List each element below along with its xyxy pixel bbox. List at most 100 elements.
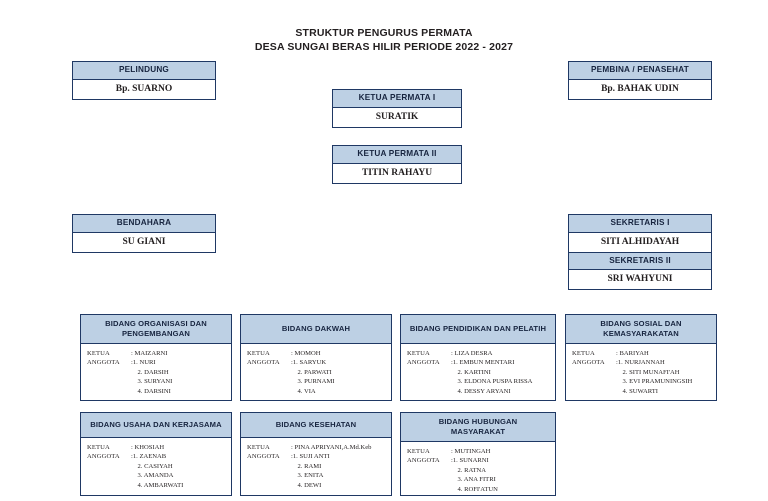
anggota-item: :1. EMBUN MENTARI — [451, 359, 515, 367]
bidang-usaha-ketua-name: : KHOSIAH — [131, 444, 165, 451]
bidang-usaha-body: KETUA : KHOSIAH ANGGOTA :1. ZAENAB 2. CA… — [81, 438, 231, 496]
anggota-item: 2. KARTINI — [457, 368, 491, 376]
bidang-pendidikan: BIDANG PENDIDIKAN DAN PELATIH KETUA : LI… — [400, 314, 556, 401]
anggota-item: 2. DARSIH — [137, 368, 169, 376]
bidang-organisasi-anggota-row: ANGGOTA :1. NURI 2. DARSIH 3. SURYANI 4.… — [87, 358, 227, 396]
node-pelindung-header: PELINDUNG — [73, 62, 215, 80]
bidang-sosial-ketua-name: : BARIYAH — [616, 350, 649, 357]
bidang-pendidikan-ketua-row: KETUA : LIZA DESRA — [407, 349, 551, 358]
bidang-organisasi-body: KETUA : MAIZARNI ANGGOTA :1. NURI 2. DAR… — [81, 344, 231, 402]
bidang-kesehatan: BIDANG KESEHATAN KETUA : PINA APRIYANI,A… — [240, 412, 392, 496]
bidang-dakwah-ketua-name: : MOMOH — [291, 350, 321, 357]
bidang-pendidikan-header-line-1: BIDANG PENDIDIKAN DAN PELATIH — [409, 324, 547, 333]
bidang-organisasi-header: BIDANG ORGANISASI DAN PENGEMBANGAN — [81, 315, 231, 344]
bidang-humas-body: KETUA : MUTINGAH ANGGOTA :1. SUNARNI 2. … — [401, 442, 555, 500]
anggota-item: 3. ENITA — [297, 472, 324, 480]
node-ketua-permata-2-header: KETUA PERMATA II — [333, 146, 461, 164]
anggota-item: 4. SUWARTI — [622, 387, 659, 395]
label-anggota: ANGGOTA — [87, 359, 120, 367]
node-pembina-name: Bp. BAHAK UDIN — [601, 83, 679, 94]
bidang-humas-header-line-2: MASYARAKAT — [450, 427, 506, 436]
node-bendahara: BENDAHARA SU GIANI — [72, 214, 216, 253]
bidang-pendidikan-header: BIDANG PENDIDIKAN DAN PELATIH — [401, 315, 555, 344]
bidang-dakwah-ketua-row: KETUA : MOMOH — [247, 349, 387, 358]
node-ketua-permata-1-header: KETUA PERMATA I — [333, 90, 461, 108]
node-sekretaris-1-header: SEKRETARIS I — [569, 215, 711, 233]
label-anggota: ANGGOTA — [247, 359, 280, 367]
bidang-humas-header: BIDANG HUBUNGAN MASYARAKAT — [401, 413, 555, 442]
bidang-kesehatan-anggota-row: ANGGOTA :1. SUJI ANTI 2. RAMI 3. ENITA 4… — [247, 452, 387, 490]
anggota-item: 2. RATNA — [457, 466, 487, 474]
label-anggota: ANGGOTA — [407, 457, 440, 465]
bidang-humas-header-line-1: BIDANG HUBUNGAN — [438, 417, 518, 426]
anggota-item: 4. DEWI — [297, 481, 322, 489]
bidang-usaha-header: BIDANG USAHA DAN KERJASAMA — [81, 413, 231, 438]
anggota-item: :1. SUJI ANTI — [291, 453, 330, 461]
label-ketua: KETUA — [247, 444, 270, 451]
node-sekretaris-group: SEKRETARIS I SITI ALHIDAYAH SEKRETARIS I… — [568, 214, 712, 290]
label-anggota: ANGGOTA — [247, 453, 280, 461]
anggota-item: 3. PURNAMI — [297, 378, 335, 386]
anggota-item: 3. SURYANI — [137, 378, 173, 386]
bidang-usaha-ketua-row: KETUA : KHOSIAH — [87, 443, 227, 452]
node-ketua-permata-2-name: TITIN RAHAYU — [361, 167, 433, 178]
anggota-item: 4. AMBARWATI — [137, 481, 184, 489]
bidang-sosial-header: BIDANG SOSIAL DAN KEMASYARAKATAN — [566, 315, 716, 344]
node-ketua-permata-1: KETUA PERMATA I SURATIK — [332, 89, 462, 128]
bidang-organisasi-header-line-2: PENGEMBANGAN — [121, 329, 191, 338]
node-sekretaris-2-header: SEKRETARIS II — [569, 251, 711, 270]
node-ketua-permata-1-name: SURATIK — [375, 111, 419, 122]
bidang-sosial-header-line-1: BIDANG SOSIAL DAN — [600, 319, 682, 328]
bidang-humas-anggota-row: ANGGOTA :1. SUNARNI 2. RATNA 3. ANA FITR… — [407, 456, 551, 494]
bidang-dakwah-anggota-row: ANGGOTA :1. SARYUK 2. PARWATI 3. PURNAMI… — [247, 358, 387, 396]
anggota-item: 4. DESSY ARYANI — [457, 387, 511, 395]
label-ketua: KETUA — [407, 448, 430, 455]
label-ketua: KETUA — [87, 444, 110, 451]
anggota-item: 3. AMANDA — [137, 472, 174, 480]
bidang-pendidikan-ketua-name: : LIZA DESRA — [451, 350, 493, 357]
bidang-pendidikan-anggota-row: ANGGOTA :1. EMBUN MENTARI 2. KARTINI 3. … — [407, 358, 551, 396]
node-ketua-permata-2: KETUA PERMATA II TITIN RAHAYU — [332, 145, 462, 184]
bidang-kesehatan-ketua-row: KETUA : PINA APRIYANI,A.Md.Keb — [247, 443, 387, 452]
bidang-kesehatan-ketua-name: : PINA APRIYANI,A.Md.Keb — [291, 444, 372, 451]
anggota-item: 4. ROFI'ATUN — [457, 485, 498, 493]
anggota-item: :1. NURJANNAH — [616, 359, 665, 367]
label-anggota: ANGGOTA — [407, 359, 440, 367]
bidang-sosial-anggota-row: ANGGOTA :1. NURJANNAH 2. SITI MUNAFI'AH … — [572, 358, 712, 396]
bidang-humas-ketua-name: : MUTINGAH — [451, 448, 491, 455]
anggota-item: :1. SARYUK — [291, 359, 327, 367]
label-ketua: KETUA — [407, 350, 430, 357]
node-pelindung: PELINDUNG Bp. SUARNO — [72, 61, 216, 100]
label-anggota: ANGGOTA — [87, 453, 120, 461]
node-sekretaris-2-name: SRI WAHYUNI — [607, 274, 673, 284]
anggota-item: :1. SUNARNI — [451, 457, 489, 465]
bidang-organisasi-ketua-name: : MAIZARNI — [131, 350, 168, 357]
bidang-organisasi: BIDANG ORGANISASI DAN PENGEMBANGAN KETUA… — [80, 314, 232, 401]
node-bendahara-name: SU GIANI — [122, 236, 166, 247]
bidang-usaha: BIDANG USAHA DAN KERJASAMA KETUA : KHOSI… — [80, 412, 232, 496]
anggota-item: 2. SITI MUNAFI'AH — [622, 368, 680, 376]
bidang-sosial-body: KETUA : BARIYAH ANGGOTA :1. NURJANNAH 2.… — [566, 344, 716, 402]
bidang-usaha-header-line-1: BIDANG USAHA DAN KERJASAMA — [90, 420, 222, 429]
bidang-kesehatan-body: KETUA : PINA APRIYANI,A.Md.Keb ANGGOTA :… — [241, 438, 391, 496]
bidang-dakwah: BIDANG DAKWAH KETUA : MOMOH ANGGOTA :1. … — [240, 314, 392, 401]
node-bendahara-header: BENDAHARA — [73, 215, 215, 233]
bidang-usaha-anggota-row: ANGGOTA :1. ZAENAB 2. CASIYAH 3. AMANDA … — [87, 452, 227, 490]
anggota-item: 2. RAMI — [297, 462, 322, 470]
node-pelindung-name: Bp. SUARNO — [115, 83, 173, 94]
bidang-dakwah-header: BIDANG DAKWAH — [241, 315, 391, 344]
anggota-item: 2. CASIYAH — [137, 462, 173, 470]
bidang-sosial-ketua-row: KETUA : BARIYAH — [572, 349, 712, 358]
node-pembina: PEMBINA / PENASEHAT Bp. BAHAK UDIN — [568, 61, 712, 100]
page-title: STRUKTUR PENGURUS PERMATA DESA SUNGAI BE… — [0, 26, 768, 54]
title-line-2: DESA SUNGAI BERAS HILIR PERIODE 2022 - 2… — [254, 41, 514, 53]
bidang-organisasi-ketua-row: KETUA : MAIZARNI — [87, 349, 227, 358]
bidang-pendidikan-body: KETUA : LIZA DESRA ANGGOTA :1. EMBUN MEN… — [401, 344, 555, 402]
bidang-kesehatan-header-line-1: BIDANG KESEHATAN — [275, 420, 357, 429]
label-anggota: ANGGOTA — [572, 359, 605, 367]
bidang-humas-ketua-row: KETUA : MUTINGAH — [407, 447, 551, 456]
title-line-1: STRUKTUR PENGURUS PERMATA — [295, 27, 473, 39]
bidang-humas: BIDANG HUBUNGAN MASYARAKAT KETUA : MUTIN… — [400, 412, 556, 496]
bidang-kesehatan-header: BIDANG KESEHATAN — [241, 413, 391, 438]
anggota-item: 3. ELDONA PUSPA RISSA — [457, 378, 533, 386]
